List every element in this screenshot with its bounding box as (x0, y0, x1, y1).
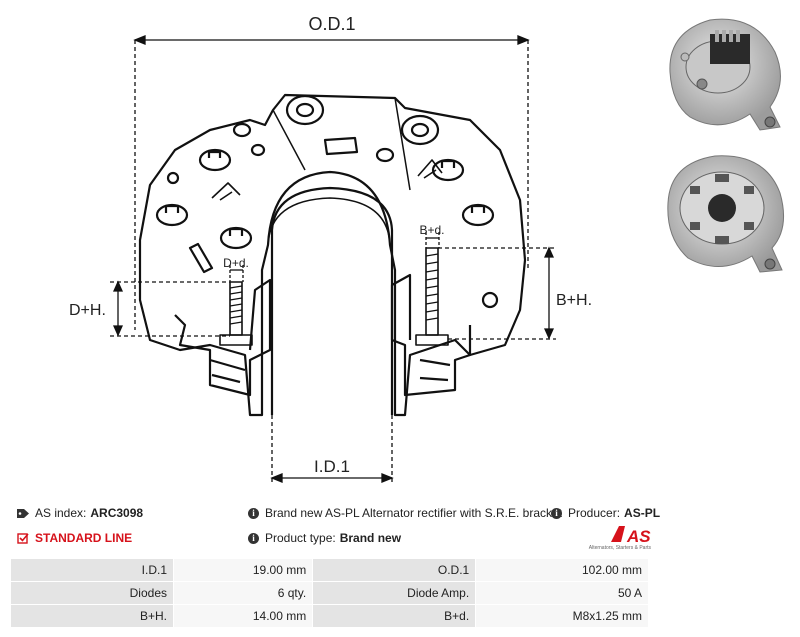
spec-label: B+H. (10, 604, 174, 628)
as-logo: AS (611, 526, 651, 546)
table-row: I.D.1 19.00 mm O.D.1 102.00 mm (10, 558, 649, 582)
spec-label: O.D.1 (312, 558, 477, 582)
info-icon: i (248, 507, 259, 519)
product-type-row: i Product type: Brand new (248, 531, 401, 545)
standard-line-badge: STANDARD LINE (35, 531, 133, 545)
producer-value: AS-PL (624, 506, 661, 520)
as-index-label: AS index: (35, 506, 87, 520)
table-row: Diodes 6 qty. Diode Amp. 50 A (10, 581, 649, 605)
tag-icon (17, 508, 29, 518)
rectifier-body-outline (138, 93, 527, 417)
as-index-row: AS index: ARC3098 (17, 506, 143, 520)
specs-table: I.D.1 19.00 mm O.D.1 102.00 mm Diodes 6 … (10, 558, 649, 628)
spec-value: 102.00 mm (475, 558, 649, 582)
spec-label: Diodes (10, 581, 174, 605)
bh-dimension-label: B+H. (556, 292, 592, 309)
inner-arch (270, 186, 394, 415)
spec-value: 50 A (475, 581, 649, 605)
info-icon: i (248, 532, 259, 544)
spec-label: B+d. (312, 604, 477, 628)
as-index-value: ARC3098 (90, 506, 144, 520)
table-row: B+H. 14.00 mm B+d. M8x1.25 mm (10, 604, 649, 628)
spec-label: Diode Amp. (312, 581, 477, 605)
product-description: Brand new AS-PL Alternator rectifier wit… (265, 506, 563, 520)
id-dimension-label: I.D.1 (314, 457, 350, 476)
product-photo-back (667, 155, 785, 273)
spec-value: 6 qty. (172, 581, 314, 605)
info-icon: i (551, 507, 562, 519)
product-type-label: Product type: (265, 531, 336, 545)
spec-value: 14.00 mm (172, 604, 314, 628)
product-type-value: Brand new (339, 531, 402, 545)
spec-label: I.D.1 (10, 558, 174, 582)
standard-line-row: STANDARD LINE (17, 531, 132, 545)
checkbox-checked-icon (17, 533, 29, 544)
bd-dimension-label: B+d. (419, 223, 444, 237)
as-logo-text: AS (626, 527, 651, 546)
product-photo-front (669, 18, 781, 131)
producer-row: i Producer: AS-PL (551, 506, 660, 520)
dh-dimension-label: D+H. (69, 302, 106, 319)
description-row: i Brand new AS-PL Alternator rectifier w… (248, 506, 562, 520)
spec-value: M8x1.25 mm (475, 604, 649, 628)
rectifier-technical-drawing: O.D.1 I.D.1 D+H. D+d. B+H. B+d. (69, 14, 592, 485)
producer-label: Producer: (568, 506, 621, 520)
od-dimension-label: O.D.1 (308, 14, 355, 34)
as-logo-tagline: Alternators, Starters & Parts (588, 545, 651, 551)
spec-value: 19.00 mm (172, 558, 314, 582)
dd-dimension-label: D+d. (223, 256, 249, 270)
